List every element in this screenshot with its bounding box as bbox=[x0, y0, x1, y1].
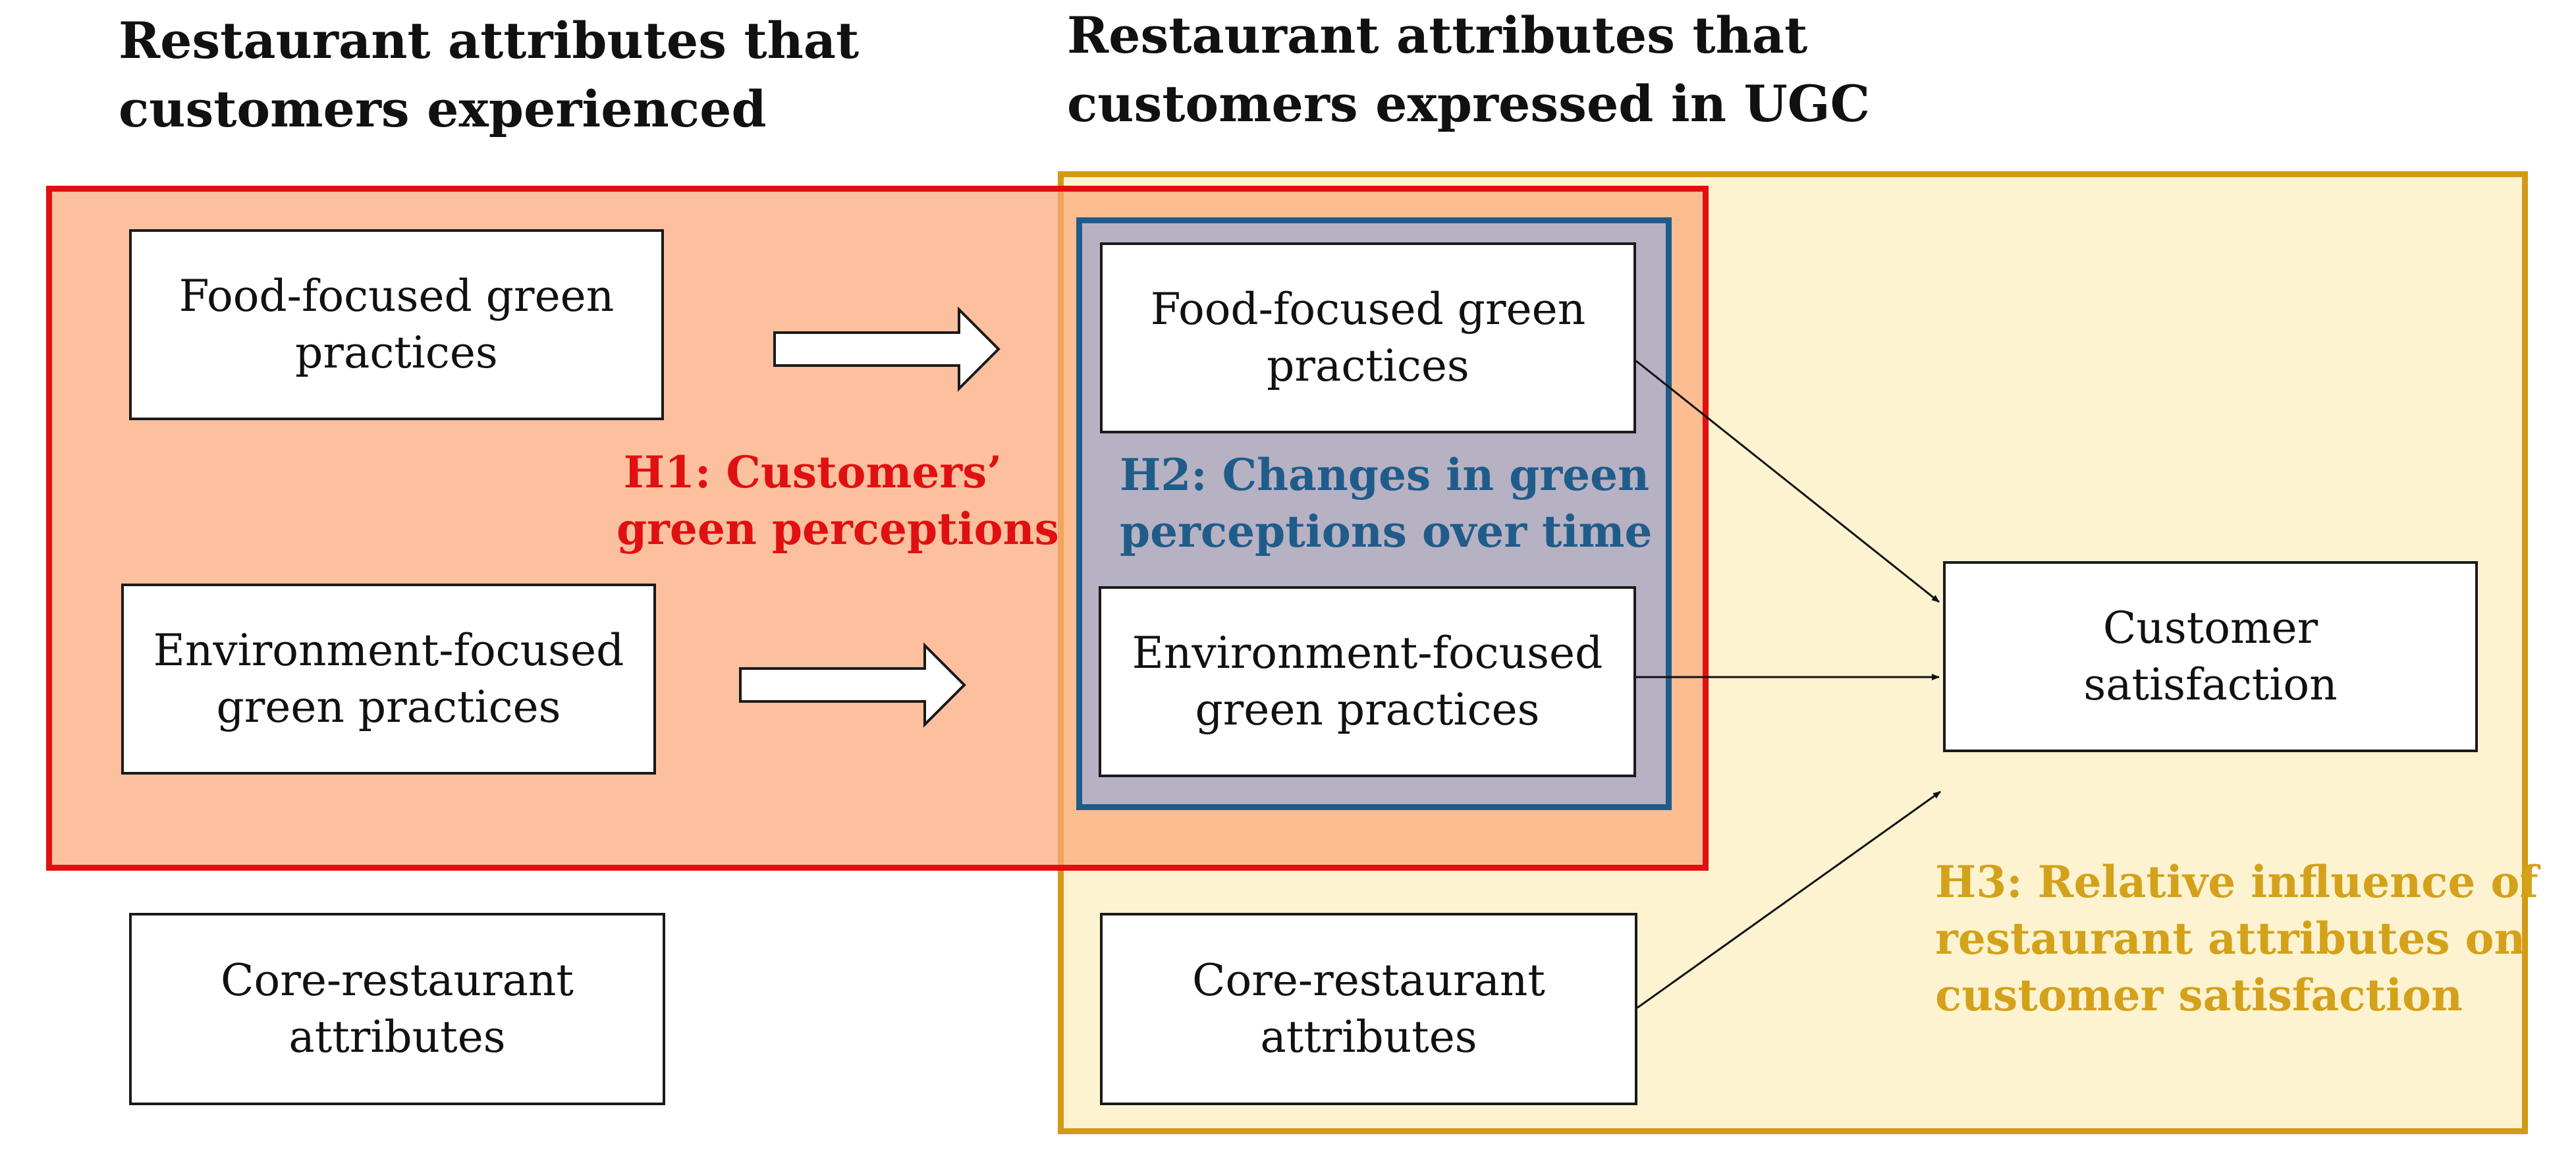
right-food-focused-line-2: practices bbox=[1267, 341, 1469, 391]
block-arrow-environment bbox=[739, 642, 966, 728]
hypothesis-h3: H3: Relative influence of restaurant att… bbox=[1935, 854, 2538, 1024]
left-core-restaurant-line-1: Core-restaurant bbox=[221, 955, 574, 1006]
customer-satisfaction-line-1: Customer bbox=[2102, 603, 2318, 653]
hypothesis-h2-line-2: perceptions over time bbox=[1120, 506, 1653, 557]
left-food-focused-box: Food-focused green practices bbox=[129, 229, 664, 420]
hypothesis-h1-line-1: H1: Customers’ bbox=[623, 447, 1002, 498]
hypothesis-h1: H1: Customers’ green perceptions bbox=[617, 444, 1059, 557]
right-core-restaurant-line-2: attributes bbox=[1260, 1012, 1477, 1062]
block-arrow-food bbox=[773, 306, 1000, 392]
arrow-core-to-satisfaction bbox=[1637, 790, 1941, 1009]
right-food-focused-box: Food-focused green practices bbox=[1100, 242, 1636, 433]
hypothesis-h3-line-2: restaurant attributes on bbox=[1935, 913, 2526, 964]
title-experienced-line-2: customers experienced bbox=[119, 80, 767, 138]
left-food-focused-line-2: practices bbox=[295, 327, 498, 378]
left-core-restaurant-box: Core-restaurant attributes bbox=[129, 913, 665, 1105]
right-core-restaurant-box: Core-restaurant attributes bbox=[1100, 913, 1637, 1105]
hypothesis-h3-line-3: customer satisfaction bbox=[1935, 970, 2463, 1021]
left-environment-focused-line-2: green practices bbox=[216, 682, 561, 732]
right-core-restaurant-line-1: Core-restaurant bbox=[1192, 955, 1545, 1006]
customer-satisfaction-box: Customer satisfaction bbox=[1943, 561, 2478, 752]
hypothesis-h2-line-1: H2: Changes in green bbox=[1120, 449, 1650, 501]
hypothesis-h1-line-2: green perceptions bbox=[617, 503, 1059, 555]
customer-satisfaction-line-2: satisfaction bbox=[2083, 659, 2338, 710]
right-environment-focused-line-2: green practices bbox=[1195, 684, 1540, 735]
left-environment-focused-box: Environment-focused green practices bbox=[121, 584, 656, 775]
right-food-focused-line-1: Food-focused green bbox=[1150, 284, 1586, 335]
left-environment-focused-line-1: Environment-focused bbox=[153, 625, 624, 676]
title-expressed: Restaurant attributes that customers exp… bbox=[1067, 1, 1870, 138]
title-experienced-line-1: Restaurant attributes that bbox=[119, 11, 860, 70]
left-food-focused-line-1: Food-focused green bbox=[178, 271, 615, 321]
right-environment-focused-box: Environment-focused green practices bbox=[1099, 586, 1636, 777]
hypothesis-h2: H2: Changes in green perceptions over ti… bbox=[1120, 447, 1653, 560]
arrow-food-to-satisfaction bbox=[1635, 360, 1940, 603]
title-expressed-line-1: Restaurant attributes that bbox=[1067, 6, 1808, 65]
title-experienced: Restaurant attributes that customers exp… bbox=[119, 7, 859, 144]
left-core-restaurant-line-2: attributes bbox=[288, 1012, 506, 1062]
right-environment-focused-line-1: Environment-focused bbox=[1132, 628, 1603, 678]
title-expressed-line-2: customers expressed in UGC bbox=[1067, 74, 1871, 133]
hypothesis-h3-line-1: H3: Relative influence of bbox=[1935, 856, 2538, 908]
